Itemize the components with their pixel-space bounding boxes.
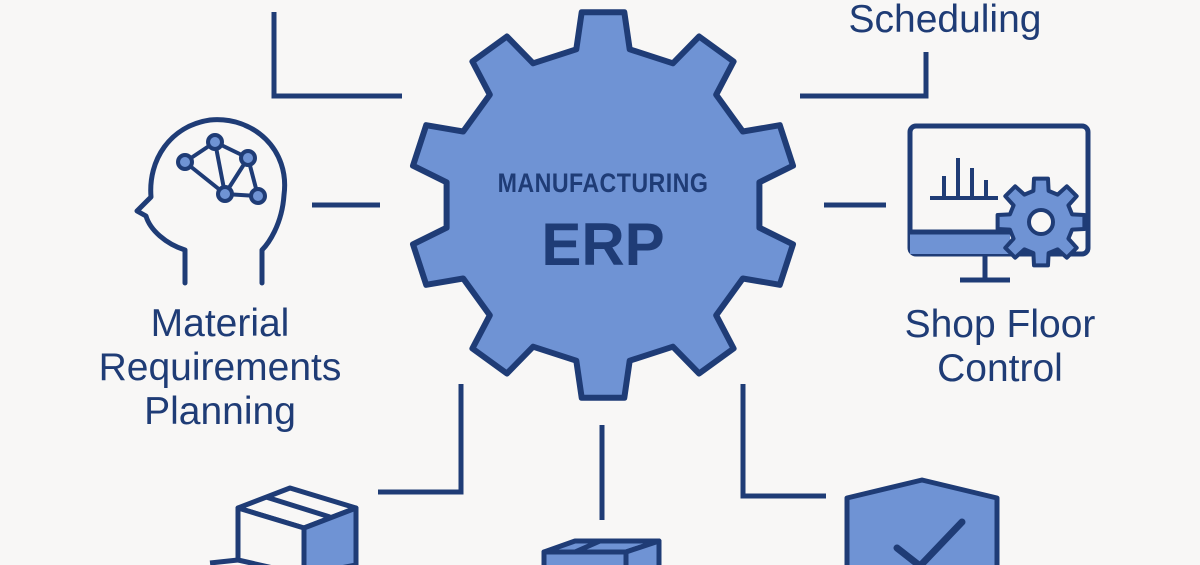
erp-gear-icon [410, 9, 796, 401]
box-stack-icon [541, 538, 662, 565]
sfc-line-2: Control [937, 347, 1063, 390]
shield-check-icon [844, 477, 1000, 565]
connector-top-left [271, 12, 402, 99]
hub-subtitle: ERP [541, 211, 665, 278]
sfc-line-1: Shop Floor [904, 303, 1096, 346]
mrp-line-1: Material [150, 302, 290, 345]
module-label-mrp: Material Requirements Planning [40, 302, 400, 434]
module-label-shop-floor-control: Shop Floor Control [840, 303, 1160, 391]
module-label-scheduling: Scheduling [848, 0, 1042, 41]
connector-bottom-right [740, 384, 826, 499]
connector-bottom-left [378, 384, 464, 495]
hub-title: MANUFACTURING [497, 168, 709, 198]
box-icon [209, 485, 359, 565]
mrp-line-2: Requirements [98, 346, 342, 389]
connectors [271, 12, 929, 520]
connector-scheduling [800, 52, 929, 99]
brain-network-icon [134, 117, 288, 286]
mrp-line-3: Planning [144, 390, 296, 433]
monitor-chart-gear-icon [907, 123, 1091, 283]
